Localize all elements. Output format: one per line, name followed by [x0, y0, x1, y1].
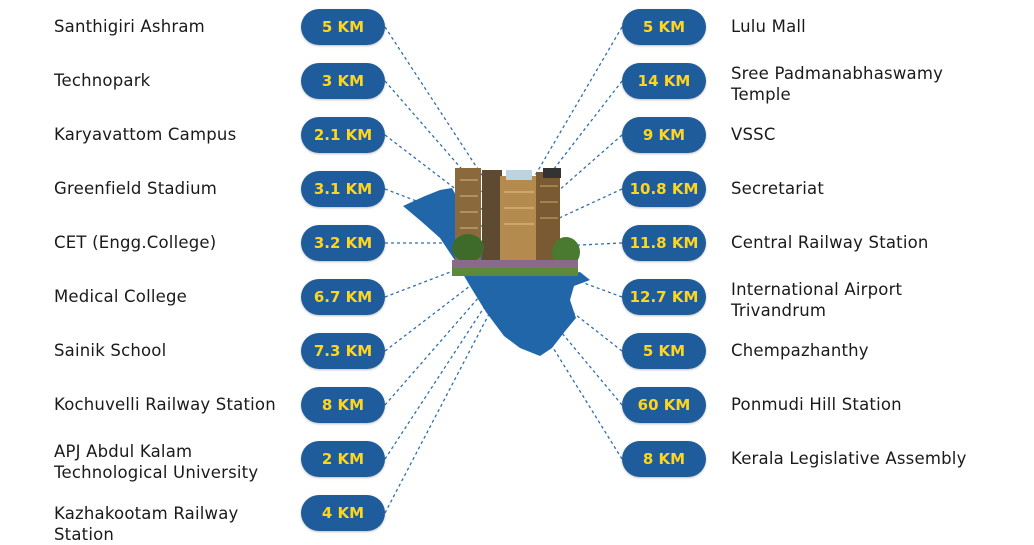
- landmark-label-kazhakootam-railway-station: Kazhakootam Railway Station: [54, 504, 239, 544]
- distance-badge-kochuvelli-railway-station: 8 KM: [301, 387, 385, 423]
- landmark-label-medical-college: Medical College: [54, 287, 188, 306]
- distance-badge-sainik-school: 7.3 KM: [301, 333, 385, 369]
- landmark-label-sainik-school: Sainik School: [54, 341, 167, 360]
- landmark-label-santhigiri-ashram: Santhigiri Ashram: [54, 17, 205, 36]
- landmark-label-lulu-mall: Lulu Mall: [731, 17, 806, 36]
- distance-badge-international-airport-trivandrum: 12.7 KM: [622, 279, 706, 315]
- distance-badge-technopark: 3 KM: [301, 63, 385, 99]
- connector-line-apj-abdul-kalam-technological-university: [384, 282, 501, 460]
- landmark-label-central-railway-station: Central Railway Station: [731, 233, 929, 252]
- distance-badge-kerala-legislative-assembly: 8 KM: [622, 441, 706, 477]
- distance-badge-chempazhanthy: 5 KM: [622, 333, 706, 369]
- distance-badge-vssc: 9 KM: [622, 117, 706, 153]
- landmark-label-international-airport-trivandrum: International Airport Trivandrum: [731, 280, 903, 320]
- landmark-label-karyavattom-campus: Karyavattom Campus: [54, 125, 237, 144]
- landmark-label-chempazhanthy: Chempazhanthy: [731, 341, 869, 360]
- connector-line-kazhakootam-railway-station: [384, 292, 501, 514]
- landmark-label-greenfield-stadium: Greenfield Stadium: [54, 179, 218, 198]
- distance-badge-central-railway-station: 11.8 KM: [622, 225, 706, 261]
- distance-badge-medical-college: 6.7 KM: [301, 279, 385, 315]
- landmark-label-sree-padmanabhaswamy-temple: Sree Padmanabhaswamy Temple: [731, 64, 944, 104]
- distance-badge-apj-abdul-kalam-technological-university: 2 KM: [301, 441, 385, 477]
- landmark-label-kerala-legislative-assembly: Kerala Legislative Assembly: [731, 449, 967, 468]
- distance-badge-sree-padmanabhaswamy-temple: 14 KM: [622, 63, 706, 99]
- distance-badge-ponmudi-hill-station: 60 KM: [622, 387, 706, 423]
- landmark-label-ponmudi-hill-station: Ponmudi Hill Station: [731, 395, 902, 414]
- landmark-label-secretariat: Secretariat: [731, 179, 824, 198]
- distance-badge-santhigiri-ashram: 5 KM: [301, 9, 385, 45]
- distance-badge-lulu-mall: 5 KM: [622, 9, 706, 45]
- distance-badge-greenfield-stadium: 3.1 KM: [301, 171, 385, 207]
- landmark-label-apj-abdul-kalam-technological-university: APJ Abdul Kalam Technological University: [54, 442, 259, 482]
- distance-badge-cet-engg-college: 3.2 KM: [301, 225, 385, 261]
- landmark-label-kochuvelli-railway-station: Kochuvelli Railway Station: [54, 395, 276, 414]
- landmark-label-vssc: VSSC: [731, 125, 776, 144]
- landmark-label-technopark: Technopark: [54, 71, 151, 90]
- residential-tower-building: [452, 168, 580, 276]
- distance-badge-karyavattom-campus: 2.1 KM: [301, 117, 385, 153]
- distance-badge-secretariat: 10.8 KM: [622, 171, 706, 207]
- distance-badge-kazhakootam-railway-station: 4 KM: [301, 495, 385, 531]
- landmark-label-cet-engg-college: CET (Engg.College): [54, 233, 217, 252]
